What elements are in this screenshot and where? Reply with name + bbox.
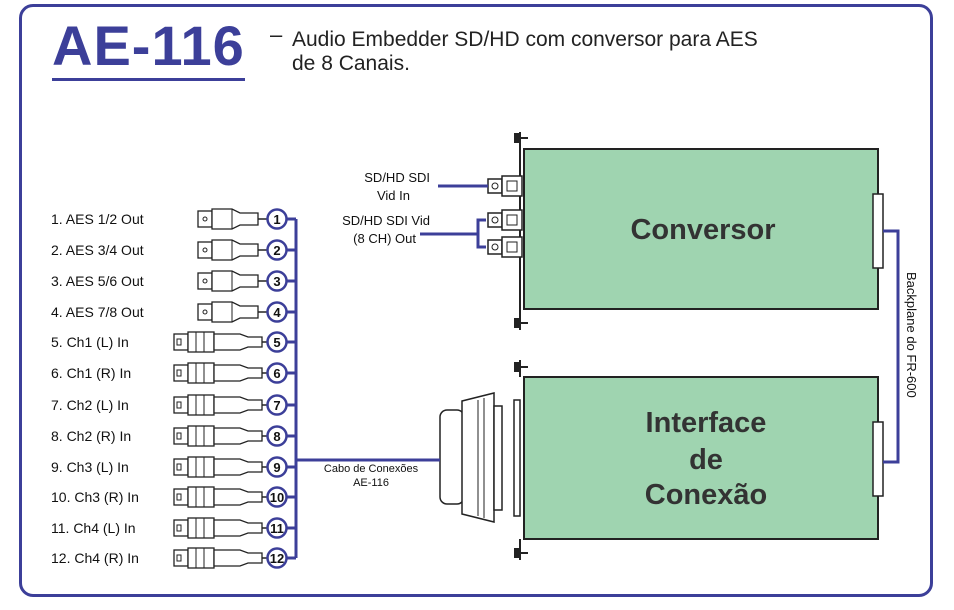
port-row: 5. Ch1 (L) In 5: [51, 331, 296, 353]
port-number-badge: [266, 517, 288, 539]
port-label: 2. AES 3/4 Out: [51, 242, 144, 258]
sdi-input-label-1: SD/HD SDI: [364, 170, 430, 185]
xlr-connector-icon: [173, 425, 263, 447]
db-connector: [439, 392, 521, 523]
port-label: 3. AES 5/6 Out: [51, 273, 144, 289]
xlr-connector-icon: [173, 456, 263, 478]
backplane-connector-top: [872, 193, 884, 269]
port-label: 12. Ch4 (R) In: [51, 550, 139, 566]
title-dash: –: [270, 22, 283, 47]
port-row: 10. Ch3 (R) In 10: [51, 486, 296, 508]
port-row: 3. AES 5/6 Out 3: [51, 270, 296, 292]
port-number: 5: [273, 335, 280, 350]
diagram-border: [19, 4, 933, 597]
port-row: 8. Ch2 (R) In 8: [51, 425, 296, 447]
port-row: 9. Ch3 (L) In 9: [51, 456, 296, 478]
sdi-output-bnc-2: [487, 236, 523, 258]
sdi-input-bnc: [487, 175, 523, 197]
port-number-badge: [266, 331, 288, 353]
xlr-connector-icon: [173, 394, 263, 416]
port-number: 12: [270, 551, 284, 566]
port-label: 11. Ch4 (L) In: [51, 520, 136, 536]
port-number-badge: [266, 362, 288, 384]
port-list: 1. AES 1/2 Out 1 2. AES 3/4 Out 2 3. AES 5/6…: [51, 208, 296, 569]
xlr-connector-icon: [173, 331, 263, 353]
cable-label-1: Cabo de Conexões: [324, 463, 419, 475]
port-label: 8. Ch2 (R) In: [51, 428, 131, 444]
interface-label-line-3: Conexão: [645, 479, 767, 511]
model-title: AE-116: [52, 14, 245, 81]
port-number: 7: [273, 398, 280, 413]
port-number: 6: [273, 366, 280, 381]
bnc-connector-icon: [197, 239, 259, 261]
port-number: 3: [273, 274, 280, 289]
converter-label: Conversor: [630, 214, 775, 246]
port-number-badge: [266, 208, 288, 230]
xlr-connector-icon: [173, 547, 263, 569]
backplane-link: [883, 229, 900, 464]
sdi-input-label-2: Vid In: [377, 188, 410, 203]
port-label: 10. Ch3 (R) In: [51, 489, 139, 505]
sdi-lines: [420, 184, 488, 249]
port-number-badge: [266, 394, 288, 416]
port-row: 11. Ch4 (L) In 11: [51, 517, 296, 539]
port-number: 2: [273, 243, 280, 258]
bnc-connector-icon: [197, 208, 259, 230]
port-number-badge: [266, 301, 288, 323]
backplane-label: Backplane do FR-600: [904, 272, 919, 398]
sdi-output-label-1: SD/HD SDI Vid: [342, 213, 430, 228]
port-row: 6. Ch1 (R) In 6: [51, 362, 296, 384]
model-description: Audio Embedder SD/HD com conversor para …: [292, 28, 852, 76]
backplane-connector-bottom: [872, 421, 884, 497]
port-number-badge: [266, 425, 288, 447]
interface-label-line-2: de: [689, 444, 723, 476]
port-row: 12. Ch4 (R) In 12: [51, 547, 296, 569]
interface-label-line-1: Interface: [646, 407, 767, 439]
xlr-connector-icon: [173, 362, 263, 384]
xlr-connector-icon: [173, 486, 263, 508]
sdi-output-bnc-1: [487, 209, 523, 231]
port-number-badge: [266, 456, 288, 478]
port-row: 1. AES 1/2 Out 1: [51, 208, 296, 230]
port-number-badge: [266, 486, 288, 508]
bnc-connector-icon: [197, 301, 259, 323]
cable-label-2: AE-116: [353, 477, 389, 489]
cable-bus: [294, 219, 440, 558]
port-number-badge: [266, 547, 288, 569]
port-number-badge: [266, 239, 288, 261]
port-number: 9: [273, 460, 280, 475]
bracket-screws: [514, 133, 519, 558]
port-number-badge: [266, 270, 288, 292]
xlr-connector-icon: [173, 517, 263, 539]
port-label: 5. Ch1 (L) In: [51, 334, 129, 350]
description-line-1: Audio Embedder SD/HD com conversor para …: [292, 28, 758, 51]
port-row: 7. Ch2 (L) In 7: [51, 394, 296, 416]
description-line-2: de 8 Canais.: [292, 52, 410, 75]
port-label: 7. Ch2 (L) In: [51, 397, 129, 413]
port-number: 8: [273, 429, 280, 444]
port-label: 9. Ch3 (L) In: [51, 459, 129, 475]
port-number: 1: [273, 212, 280, 227]
port-label: 1. AES 1/2 Out: [51, 211, 144, 227]
sdi-output-label-2: (8 CH) Out: [353, 231, 416, 246]
bnc-connector-icon: [197, 270, 259, 292]
port-number: 10: [270, 490, 284, 505]
port-row: 2. AES 3/4 Out 2: [51, 239, 296, 261]
converter-box: [523, 148, 879, 310]
port-label: 6. Ch1 (R) In: [51, 365, 131, 381]
port-number: 4: [273, 305, 281, 320]
port-label: 4. AES 7/8 Out: [51, 304, 144, 320]
port-number: 11: [270, 521, 284, 536]
port-row: 4. AES 7/8 Out 4: [51, 301, 296, 323]
